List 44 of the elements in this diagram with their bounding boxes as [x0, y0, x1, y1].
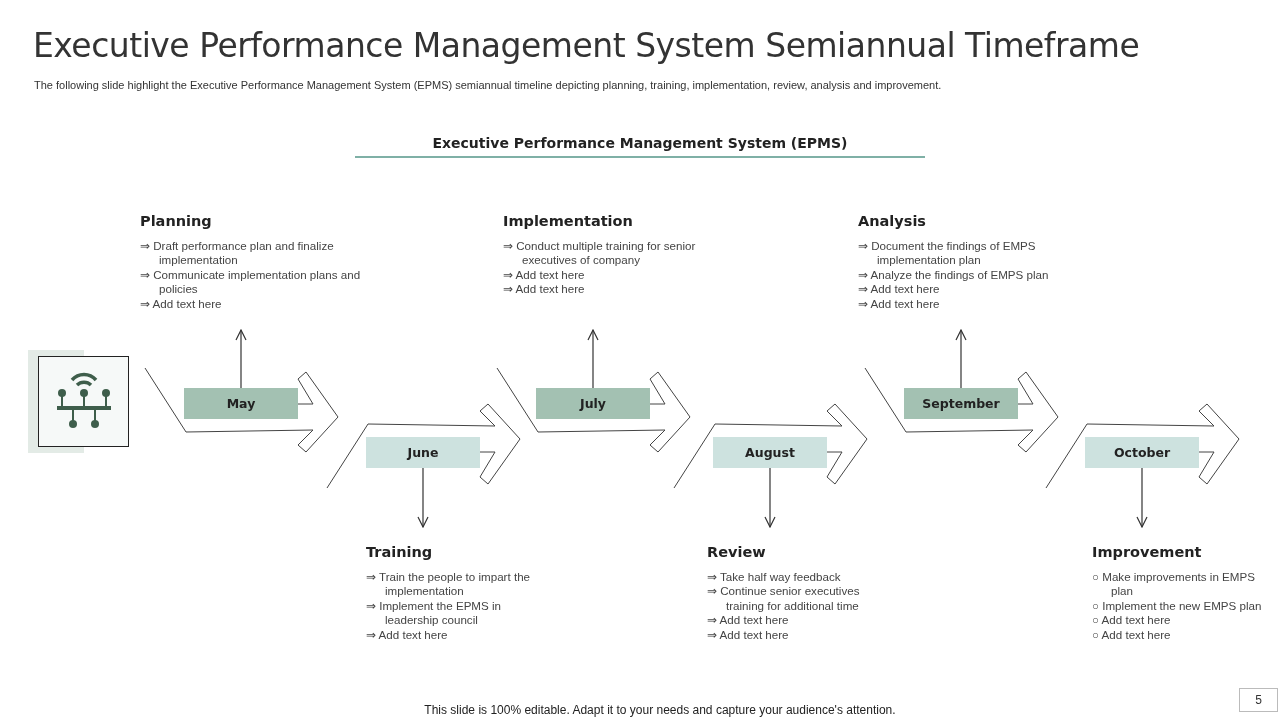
bullet-item: ⇒ Take half way feedback [707, 570, 842, 585]
bullet-item: ○ Make improvements in EMPS plan [1092, 570, 1256, 599]
arrow [955, 329, 967, 389]
phase-heading: Training [366, 544, 433, 560]
arrow [235, 329, 247, 389]
bullet-item: ⇒ Document the findings of EMPS implementation plan [858, 239, 1037, 268]
phase-heading: Implementation [503, 213, 633, 229]
bullet-item: ⇒ Add text here [140, 296, 223, 312]
slide-title: Executive Performance Management System Semiannual Timeframe [33, 26, 1140, 65]
bullet-item: ○ Implement the new EMPS plan [1092, 598, 1263, 614]
phase-heading: Analysis [858, 213, 926, 229]
month-box: August [713, 437, 827, 468]
month-box: October [1085, 437, 1199, 468]
bullet-item: ⇒ Add text here [858, 296, 941, 312]
page-number: 5 [1239, 688, 1278, 712]
phase-heading: Improvement [1092, 544, 1202, 560]
bullet-item: ⇒ Communicate implementation plans and policies [140, 267, 362, 297]
footer-note: This slide is 100% editable. Adapt it to your needs and capture your audience's attention. [423, 703, 897, 717]
section-heading: Executive Performance Management System (EPMS) [431, 135, 849, 151]
phase-heading: Planning [140, 213, 212, 229]
month-box: June [366, 437, 480, 468]
bullet-item: ⇒ Continue senior executives training for additional time [707, 584, 861, 614]
subtitle: The following slide highlight the Executive Performance Management System (EPMS) semiannual timeline depicting planning, training, implementation, review, analysis and improvement. [34, 79, 942, 91]
bullet-item: ⇒ Add text here [366, 627, 449, 643]
bullet-item: ○ Add text here [1092, 613, 1172, 628]
bullet-item: ⇒ Conduct multiple training for senior executives of company [503, 239, 697, 268]
bullet-item: ⇒ Add text here [707, 627, 790, 643]
bullet-item: ⇒ Implement the EPMS in leadership council [366, 598, 502, 628]
month-box: July [536, 388, 650, 419]
bullet-item: ⇒ Add text here [858, 282, 941, 297]
arrow [587, 329, 599, 389]
bullet-item: ⇒ Add text here [707, 613, 790, 628]
bullet-item: ⇒ Add text here [503, 282, 586, 297]
arrow [417, 467, 429, 528]
bullet-item: ⇒ Draft performance plan and finalize implementation [140, 239, 335, 268]
bullet-item: ⇒ Analyze the findings of EMPS plan [858, 267, 1050, 283]
bullet-item: ○ Add text here [1092, 627, 1172, 643]
phase-heading: Review [707, 544, 766, 560]
arrow [764, 467, 776, 528]
bullet-item: ⇒ Add text here [503, 267, 586, 283]
bullet-item: ⇒ Train the people to impart the implementation [366, 570, 532, 599]
month-box: May [184, 388, 298, 419]
arrow [1136, 467, 1148, 528]
month-box: September [904, 388, 1018, 419]
